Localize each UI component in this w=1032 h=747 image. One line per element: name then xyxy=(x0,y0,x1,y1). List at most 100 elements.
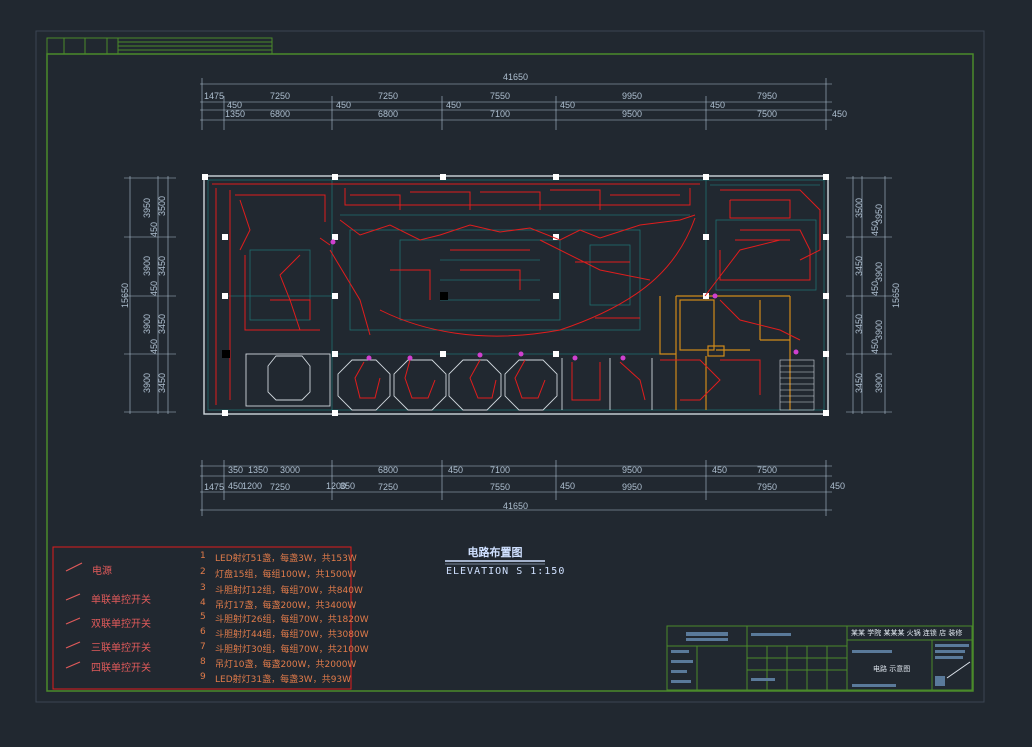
legend-quad-switch-label: 四联单控开关 xyxy=(91,663,151,674)
dim-bottom: 1200 xyxy=(326,481,346,491)
dim-left: 3900 xyxy=(142,256,152,276)
legend-item-text: 吊灯17盏，每盏200W，共3400W xyxy=(215,601,357,611)
dim-bottom: 450 xyxy=(228,481,243,491)
title-block xyxy=(666,625,973,691)
dim-top: 7100 xyxy=(490,109,510,119)
title-block-sheet-name: 电路 示意图 xyxy=(873,665,911,673)
legend-item-num: 7 xyxy=(200,642,206,652)
dim-bottom: 7250 xyxy=(378,482,398,492)
dim-bottom: 450 xyxy=(712,465,727,475)
dim-top: 7550 xyxy=(490,91,510,101)
dim-top: 7250 xyxy=(270,91,290,101)
dim-bottom: 7250 xyxy=(270,482,290,492)
dim-left-total: 15650 xyxy=(120,283,130,308)
dim-right-total: 15650 xyxy=(891,283,901,308)
title-block-project: 某某 学院 某某某 火锅 连锁 店 装修 xyxy=(851,629,963,637)
dim-left: 3450 xyxy=(157,256,167,276)
legend-item-num: 2 xyxy=(200,567,206,577)
dim-top-total: 41650 xyxy=(503,72,528,82)
dim-bottom: 7550 xyxy=(490,482,510,492)
dim-left: 3500 xyxy=(157,196,167,216)
dim-right: 3900 xyxy=(874,373,884,393)
legend-item-text: 斗胆射灯30组，每组70W，共2100W xyxy=(215,645,369,655)
dim-top: 7950 xyxy=(757,91,777,101)
dim-top: 6800 xyxy=(378,109,398,119)
dim-left: 3450 xyxy=(157,314,167,334)
dim-bottom: 3000 xyxy=(280,465,300,475)
dim-bottom: 9500 xyxy=(622,465,642,475)
legend-item-num: 5 xyxy=(200,612,206,622)
legend-item-num: 8 xyxy=(200,657,206,667)
legend-triple-switch-label: 三联单控开关 xyxy=(91,643,151,654)
dim-top: 450 xyxy=(336,100,351,110)
dim-top: 7500 xyxy=(757,109,777,119)
dim-top: 9950 xyxy=(622,91,642,101)
dim-bottom: 350 xyxy=(340,481,355,491)
dim-top: 1475 xyxy=(204,91,224,101)
drawing-scale-label: ELEVATION S 1:150 xyxy=(446,566,566,577)
dimension-texts: 41650 1475 7250 7250 7550 9950 7950 450 … xyxy=(120,72,901,511)
legend-double-switch-label: 双联单控开关 xyxy=(91,619,151,630)
dim-top: 450 xyxy=(446,100,461,110)
dim-top: 450 xyxy=(560,100,575,110)
dim-right: 3900 xyxy=(874,262,884,282)
drawing-frame xyxy=(46,53,974,692)
dim-bottom: 7500 xyxy=(757,465,777,475)
dim-right: 450 xyxy=(870,221,880,236)
legend-item-text: 斗胆射灯26组，每组70W，共1820W xyxy=(215,615,369,625)
dim-top: 7250 xyxy=(378,91,398,101)
dim-bottom: 450 xyxy=(830,481,845,491)
dim-left: 3450 xyxy=(157,373,167,393)
dimension-lines xyxy=(129,83,886,511)
legend-item-text: 灯盘15组，每组100W，共1500W xyxy=(215,570,357,580)
dim-top: 450 xyxy=(710,100,725,110)
dim-right: 3500 xyxy=(854,198,864,218)
dim-left: 3900 xyxy=(142,314,152,334)
dim-left: 450 xyxy=(149,222,159,237)
dim-bottom: 7100 xyxy=(490,465,510,475)
dim-bottom: 6800 xyxy=(378,465,398,475)
dim-bottom: 450 xyxy=(560,481,575,491)
dim-right: 450 xyxy=(870,339,880,354)
dim-left: 450 xyxy=(149,339,159,354)
legend-box xyxy=(52,546,352,690)
dim-top: 9500 xyxy=(622,109,642,119)
dim-top: 1350 xyxy=(225,109,245,119)
dim-right: 3950 xyxy=(874,204,884,224)
floor-plan xyxy=(202,174,829,416)
legend-item-num: 3 xyxy=(200,583,206,593)
dim-right: 3450 xyxy=(854,256,864,276)
dim-left: 3950 xyxy=(142,198,152,218)
legend-item-text: LED射灯31盏，每盏3W，共93W xyxy=(215,675,352,685)
legend-symbols xyxy=(65,562,83,669)
legend-item-num: 9 xyxy=(200,672,206,682)
legend-item-text: 斗胆射灯44组，每组70W，共3080W xyxy=(215,630,369,640)
legend-item-text: 斗胆射灯12组，每组70W，共840W xyxy=(215,586,363,596)
legend-item-num: 4 xyxy=(200,598,206,608)
dim-bottom: 1475 xyxy=(204,482,224,492)
dim-right: 3450 xyxy=(854,373,864,393)
stamp-box xyxy=(46,37,273,55)
dim-right: 3900 xyxy=(874,320,884,340)
dim-bottom: 1350 xyxy=(248,465,268,475)
legend-item-text: 吊灯10盏，每盏200W，共2000W xyxy=(215,660,357,670)
sheet-border xyxy=(35,30,985,703)
dim-bottom-total: 41650 xyxy=(503,501,528,511)
title-block-fills xyxy=(671,632,969,687)
legend-item-num: 1 xyxy=(200,551,206,561)
drawing-title: 电路布置图 xyxy=(467,546,523,559)
dim-bottom: 450 xyxy=(448,465,463,475)
legend-item-num: 6 xyxy=(200,627,206,637)
dim-top: 6800 xyxy=(270,109,290,119)
dim-bottom: 350 xyxy=(228,465,243,475)
dim-bottom: 7950 xyxy=(757,482,777,492)
dim-top: 450 xyxy=(832,109,847,119)
dim-right: 3450 xyxy=(854,314,864,334)
dim-right: 450 xyxy=(870,281,880,296)
dim-left: 450 xyxy=(149,281,159,296)
legend-single-switch-label: 单联单控开关 xyxy=(91,595,151,606)
dim-bottom: 9950 xyxy=(622,482,642,492)
dim-left: 3900 xyxy=(142,373,152,393)
legend-power-label: 电源 xyxy=(92,566,112,577)
